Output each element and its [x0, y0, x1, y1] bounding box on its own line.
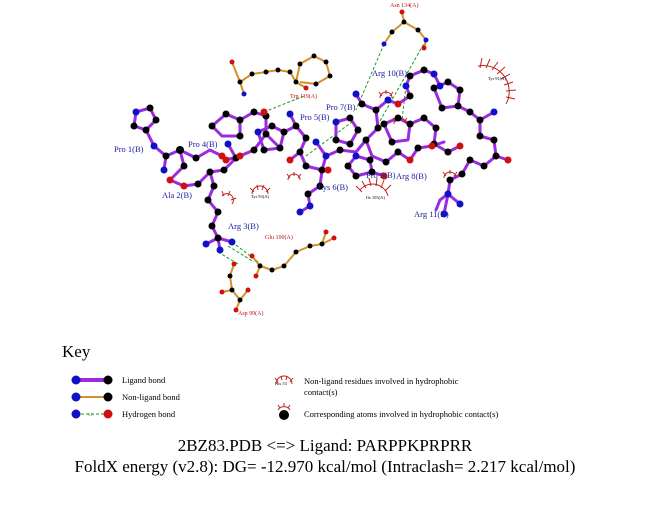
atoms-nitrogen — [132, 37, 498, 254]
label-pro7: Pro 7(B) — [326, 102, 356, 112]
key-hydrophobic-example: His 53 — [275, 381, 288, 386]
label-tyr91: Tyr 91(A) — [488, 76, 507, 81]
key-ligand-bond-label: Ligand bond — [122, 375, 166, 385]
ligand-residue-labels: Pro 1(B) Ala 2(B) Arg 3(B) Pro 4(B) Pro … — [114, 68, 449, 231]
label-trp119: Trp 119(A) — [290, 93, 317, 100]
caption-foldx-energy: FoldX energy (v2.8): DG= -12.970 kcal/mo… — [75, 457, 576, 476]
label-asn134: Asn 134(A) — [390, 2, 419, 9]
label-arg3: Arg 3(B) — [228, 221, 259, 231]
label-lys6: Lys 6(B) — [318, 182, 348, 192]
label-arg10: Arg 10(B) — [372, 68, 407, 78]
label-arg11: Arg 11(B) — [414, 209, 449, 219]
atoms-carbon — [130, 19, 500, 303]
label-pro4: Pro 4(B) — [188, 139, 218, 149]
key: Key Ligand bond Non-ligand bond 3.0 Hydr… — [62, 342, 498, 420]
atoms-oxygen — [166, 9, 512, 313]
label-pro1: Pro 1(B) — [114, 144, 144, 154]
caption-pdb-ligand: 2BZ83.PDB <=> Ligand: PARPPKPRPRR — [178, 436, 473, 455]
ligand-bonds — [132, 68, 510, 252]
key-corresponding-atoms-label: Corresponding atoms involved in hydropho… — [304, 409, 498, 419]
key-hydrophobic-sample: His 53 — [274, 375, 294, 386]
key-nonligand-bond-label: Non-ligand bond — [122, 392, 181, 402]
label-ala2: Ala 2(B) — [162, 190, 192, 200]
label-pro5: Pro 5(B) — [300, 112, 330, 122]
key-hydrophobic-line1: Non-ligand residues involved in hydropho… — [304, 376, 459, 386]
key-nonligand-bond-sample — [71, 392, 113, 402]
tyr91-spokes — [479, 57, 517, 100]
key-title: Key — [62, 342, 91, 361]
key-hydrogen-bond-sample: 3.0 — [71, 409, 113, 419]
key-hydrogen-bond-label: Hydrogen bond — [122, 409, 176, 419]
key-hydrophobic-line2: contact(s) — [304, 387, 338, 397]
hydrophobic-residue-labels: Tyr 91(A) Tyr 93(A) Ile 105(A) — [251, 76, 507, 200]
label-ile105: Ile 105(A) — [366, 195, 385, 200]
key-corresponding-atoms-sample — [277, 403, 291, 420]
interacting-residue-labels: Asn 134(A) Trp 119(A) Glu 100(A) Asp 99(… — [238, 2, 419, 317]
label-pro9: Pro 9(B) — [366, 170, 396, 180]
label-arg8: Arg 8(B) — [396, 171, 427, 181]
label-asp99: Asp 99(A) — [238, 310, 264, 317]
label-glu100: Glu 100(A) — [265, 234, 293, 241]
ile105-spokes — [355, 177, 392, 193]
key-hbond-distance: 3.0 — [88, 412, 93, 417]
label-tyr93: Tyr 93(A) — [251, 194, 270, 199]
key-ligand-bond-sample — [71, 375, 113, 385]
